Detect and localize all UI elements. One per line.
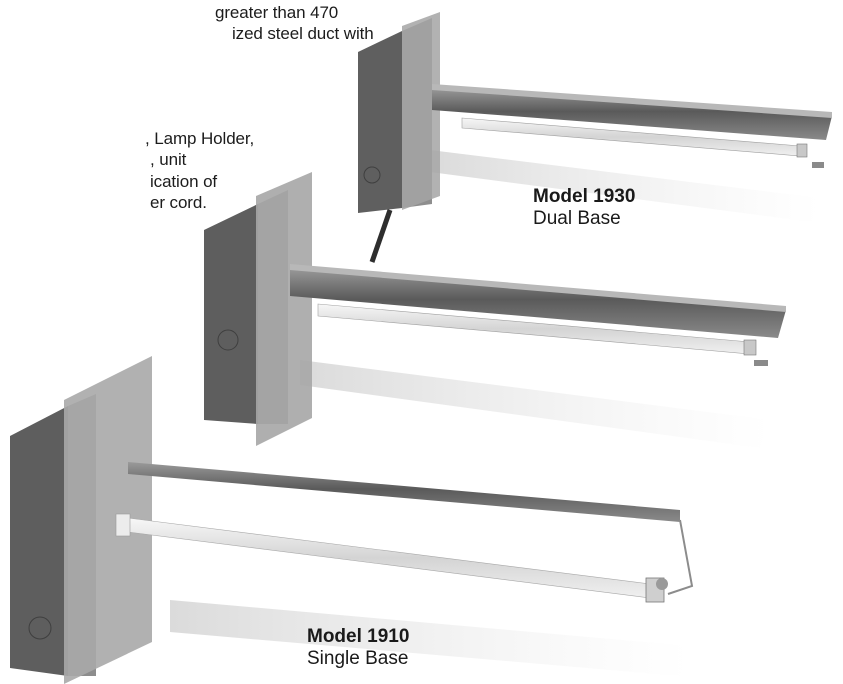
lamp-end-cap: [743, 339, 757, 356]
floor-shadow: [300, 360, 770, 448]
lamp-clip: [812, 162, 824, 168]
model-base-type: Dual Base: [533, 208, 621, 229]
mounting-plate: [402, 12, 440, 210]
lamp-clip: [656, 578, 668, 590]
floor-shadow: [430, 150, 820, 222]
model-name: Model 1910: [307, 626, 410, 647]
intro-line: , unit: [150, 150, 187, 169]
power-cord: [369, 209, 393, 263]
mounting-box-side: [10, 406, 68, 676]
lamp-channel: [432, 88, 832, 140]
lamp-socket: [115, 513, 131, 537]
intro-line: er cord.: [150, 193, 207, 212]
knockout-hole: [28, 616, 52, 640]
model-name: Model 1930: [533, 186, 636, 207]
intro-line: , Lamp Holder,: [145, 129, 255, 148]
lamp-clip: [754, 360, 768, 366]
uv-fixture-1930-top: [358, 12, 832, 263]
uv-fixture-1910: [10, 356, 694, 684]
support-wire: [667, 519, 694, 595]
floor-shadow: [170, 600, 690, 676]
channel-top-face: [290, 264, 786, 312]
channel-top-face: [432, 84, 832, 118]
intro-line: ized steel duct with: [232, 24, 374, 43]
knockout-hole: [363, 166, 381, 184]
mounting-box-side: [358, 31, 402, 213]
caption-model-1910: Model 1910 Single Base: [307, 626, 409, 670]
lamp-end-cap: [796, 143, 808, 158]
model-base-type: Single Base: [307, 648, 409, 669]
lamp-channel: [290, 268, 786, 338]
lamp-rail: [128, 462, 680, 522]
uv-lamp-tube: [127, 517, 651, 599]
intro-line: greater than 470: [215, 3, 339, 22]
knockout-hole: [217, 329, 239, 351]
mounting-box-side: [204, 204, 258, 424]
intro-line: ication of: [150, 172, 218, 191]
mounting-plate: [64, 356, 152, 684]
uv-fixture-1930-middle: [204, 172, 786, 448]
mounting-plate: [256, 172, 312, 446]
caption-model-1930: Model 1930 Dual Base: [533, 186, 635, 230]
